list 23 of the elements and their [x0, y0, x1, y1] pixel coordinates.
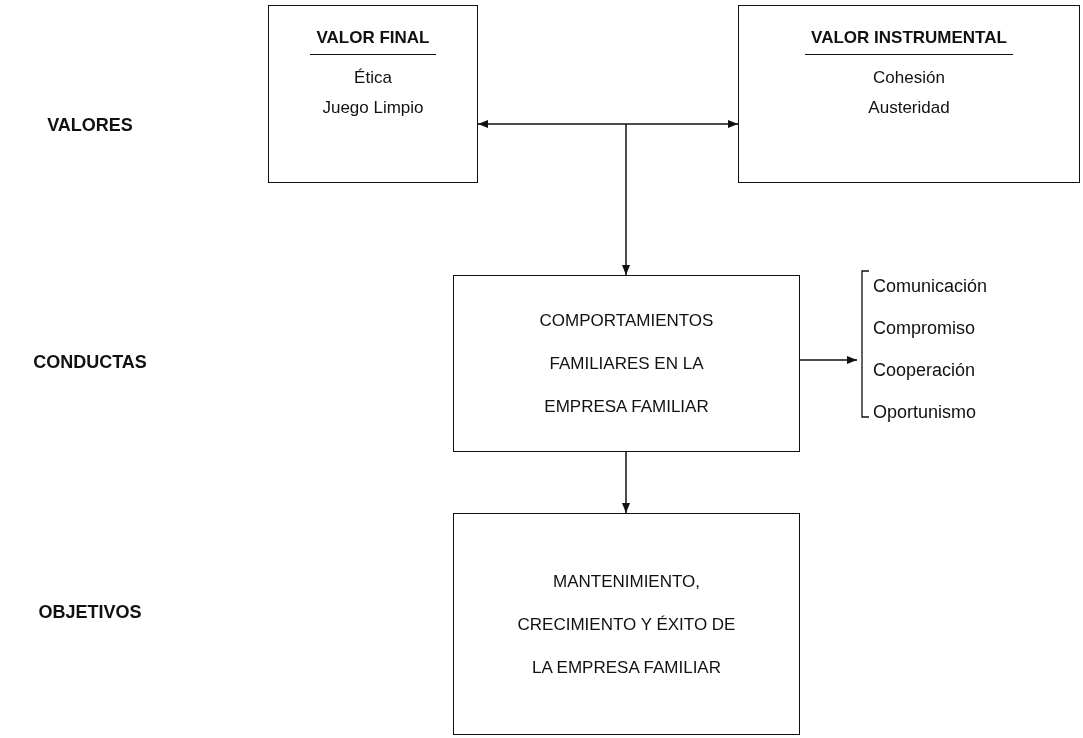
value-item: Austeridad	[868, 97, 950, 119]
value-heading: VALOR INSTRUMENTAL	[805, 28, 1013, 55]
level-label: VALORES	[46, 115, 134, 136]
arrow	[622, 451, 630, 514]
value-item: Juego Limpio	[322, 97, 424, 119]
list-item: Oportunismo	[872, 401, 978, 424]
box-text: COMPORTAMIENTOS FAMILIARES EN LA EMPRESA FAMILIAR	[538, 310, 715, 418]
list-item: Comunicación	[872, 275, 988, 298]
arrow	[477, 120, 739, 128]
arrow	[622, 123, 630, 276]
arrow	[799, 356, 858, 364]
value-heading: VALOR FINAL	[310, 28, 436, 55]
level-label: CONDUCTAS	[32, 352, 148, 373]
process-box	[738, 5, 1080, 183]
process-box	[453, 513, 800, 735]
process-box	[453, 275, 800, 452]
list-item: Compromiso	[872, 317, 977, 340]
value-item: Cohesión	[873, 67, 945, 89]
list-item: Cooperación	[872, 359, 977, 382]
box-text: MANTENIMIENTO, CRECIMIENTO Y ÉXITO DE LA EMPRESA FAMILIAR	[516, 570, 737, 679]
process-box	[268, 5, 478, 183]
level-label: OBJETIVOS	[37, 602, 143, 623]
value-item: Ética	[354, 67, 392, 89]
